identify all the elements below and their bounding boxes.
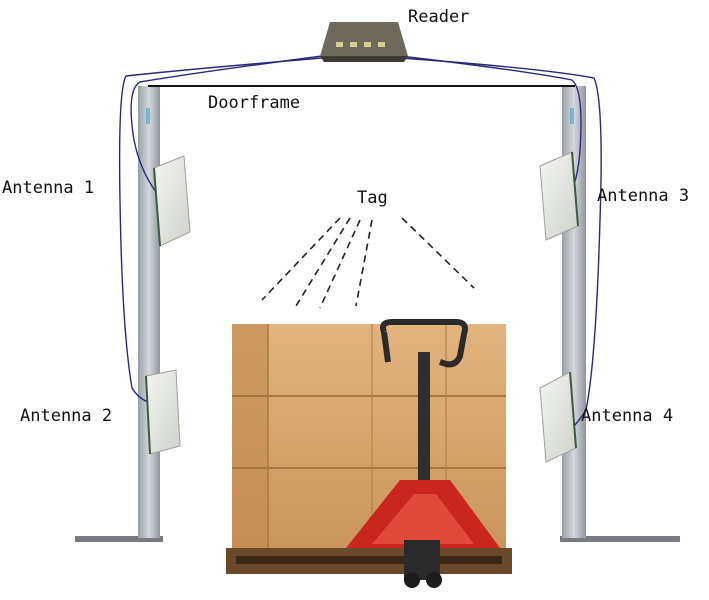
antenna-2-panel [146,370,180,454]
antenna-3-panel [540,152,578,240]
left-pillar [138,86,160,538]
tag-signal-lines [262,218,474,308]
tag-label: Tag [357,190,388,207]
doorframe-label: Doorframe [208,95,300,112]
right-pillar [562,86,586,538]
antenna-1-label: Antenna 1 [2,180,94,197]
antenna-2-label: Antenna 2 [20,408,112,425]
antenna-3-label: Antenna 3 [597,188,689,205]
reader-label: Reader [408,9,469,26]
pillar-top-marker-left [146,108,150,124]
antenna-1-panel [154,156,190,246]
pillar-top-marker-right [570,108,574,124]
reader-device [320,22,408,62]
pallet-slot [236,556,502,564]
antenna-4-panel [540,372,576,462]
antenna-4-label: Antenna 4 [581,408,673,425]
